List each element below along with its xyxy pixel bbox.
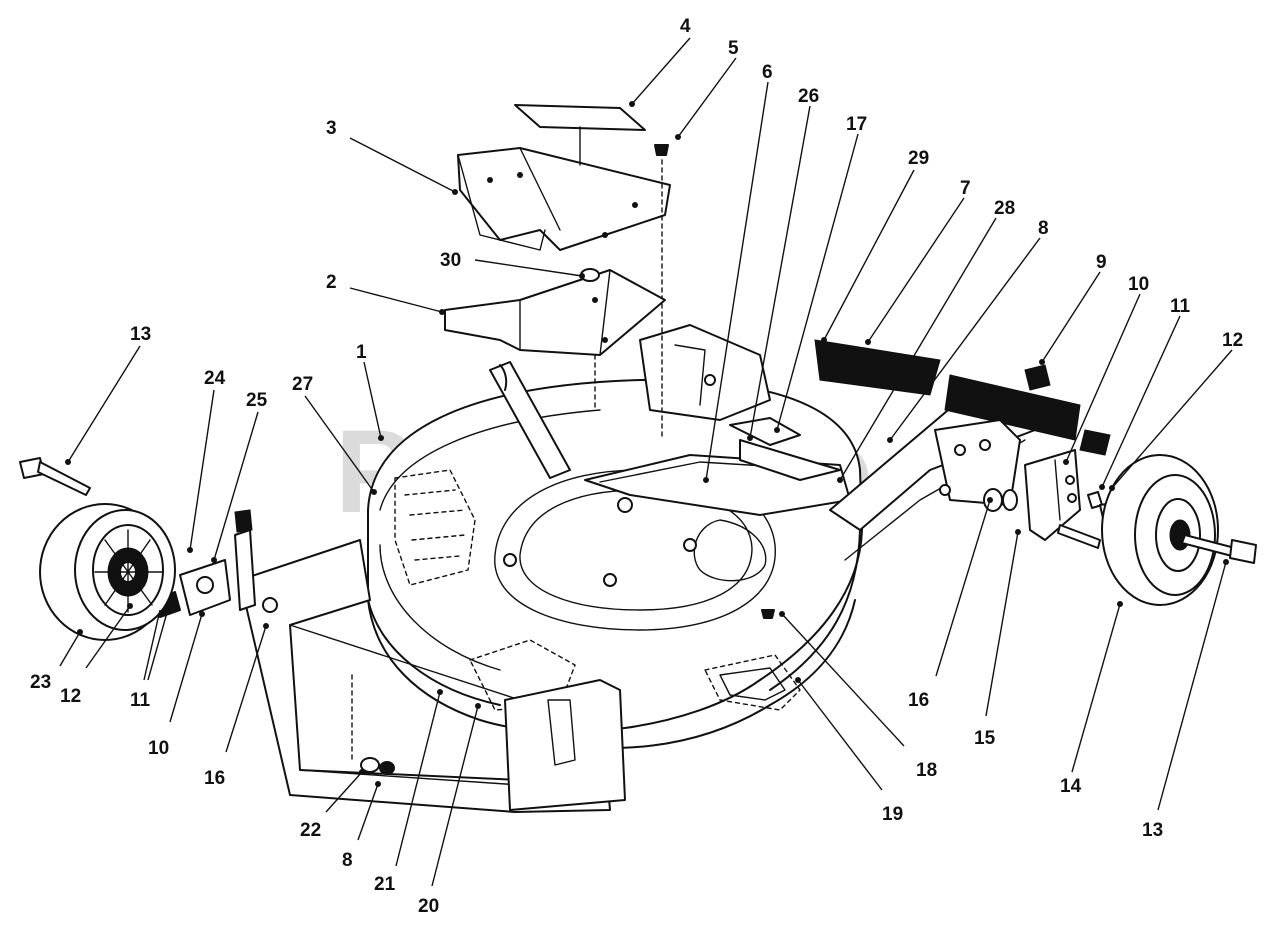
callout-13-left: 13 (130, 324, 151, 345)
callout-6: 6 (762, 62, 773, 83)
callout-5: 5 (728, 38, 739, 59)
leader-lines (59, 37, 1233, 887)
callout-16-right: 16 (908, 690, 929, 711)
callout-19: 19 (882, 804, 903, 825)
front-bumper (239, 539, 626, 813)
callout-14: 14 (1060, 776, 1082, 797)
callout-28: 28 (994, 198, 1015, 219)
callout-29: 29 (908, 148, 929, 169)
callout-12-left: 12 (60, 686, 81, 707)
callout-17: 17 (846, 114, 867, 135)
callout-11-right: 11 (1170, 296, 1191, 317)
callout-11-left: 11 (130, 690, 151, 711)
mower-deck (367, 324, 863, 749)
callout-12-right: 12 (1222, 330, 1243, 351)
callout-4: 4 (680, 16, 691, 37)
rear-height-adjuster (934, 364, 1116, 549)
left-wheel (19, 457, 176, 641)
decal-4 (514, 104, 646, 166)
callout-25: 25 (246, 390, 268, 411)
callout-15: 15 (974, 728, 996, 749)
callout-30: 30 (440, 250, 461, 271)
callout-10-right: 10 (1128, 274, 1149, 295)
callout-10-left: 10 (148, 738, 169, 759)
front-height-adjuster (154, 509, 256, 618)
callout-7: 7 (960, 178, 971, 199)
bottom-nuts (360, 757, 395, 775)
callout-24: 24 (204, 368, 226, 389)
callout-13-right: 13 (1142, 820, 1163, 841)
right-wheel (1101, 454, 1257, 606)
callout-8-top: 8 (1038, 218, 1049, 239)
discharge-cover-3 (457, 147, 671, 251)
deflector-2 (444, 268, 666, 411)
callout-18: 18 (916, 760, 937, 781)
callout-8-bottom: 8 (342, 850, 353, 871)
callout-20: 20 (418, 896, 439, 917)
callout-1: 1 (356, 342, 367, 363)
callout-9: 9 (1096, 252, 1107, 273)
callout-labels: 4 5 6 26 3 17 29 7 28 8 30 9 10 2 11 12 … (30, 16, 1243, 917)
callout-3: 3 (326, 118, 337, 139)
callout-27: 27 (292, 374, 313, 395)
callout-16-left: 16 (204, 768, 225, 789)
callout-21: 21 (374, 874, 396, 895)
callout-2: 2 (326, 272, 337, 293)
callout-26: 26 (798, 86, 819, 107)
callout-22: 22 (300, 820, 321, 841)
callout-23: 23 (30, 672, 51, 693)
